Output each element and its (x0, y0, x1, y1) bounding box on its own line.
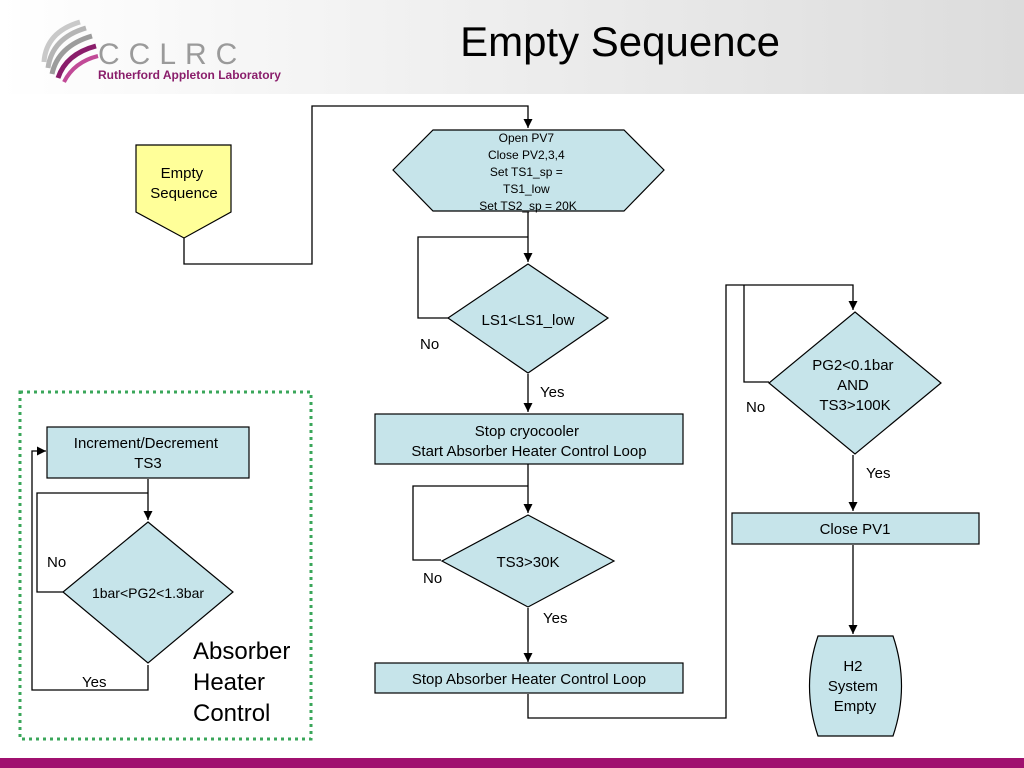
prep-node-label: Open PV7 Close PV2,3,4 Set TS1_sp = TS1_… (479, 131, 577, 213)
action-close-pv1-label: Close PV1 (820, 521, 891, 538)
connector-ls1-no-loop (417, 236, 528, 319)
action-stop-cryocooler-label: Stop cryocooler Start Absorber Heater Co… (411, 423, 646, 460)
ls1-no-label: No (420, 336, 439, 353)
connector-heater-yes-loop (31, 446, 149, 691)
start-node-label: Empty Sequence (150, 165, 218, 202)
connector-pg2-no-loop (743, 285, 769, 383)
logo-wordmark: CCLRC (98, 38, 247, 71)
action-stop-cryocooler (374, 413, 684, 465)
logo-subtitle: Rutherford Appleton Laboratory (98, 68, 281, 82)
action-stop-heater-label: Stop Absorber Heater Control Loop (412, 671, 646, 688)
heater-yes-label: Yes (82, 674, 106, 691)
terminal-node (808, 635, 903, 737)
heater-control-group (18, 390, 313, 741)
pg2-no-label: No (746, 399, 765, 416)
heater-group-caption: Absorber Heater Control (193, 638, 297, 727)
decision-ts3 (440, 514, 616, 608)
connector-heater-stop-to-pg2 (527, 284, 858, 719)
action-close-pv1 (731, 512, 980, 545)
heater-increment-box (46, 426, 250, 479)
prep-node (392, 129, 665, 212)
footer-bar (0, 758, 1024, 768)
decision-ls1-label: LS1<LS1_low (482, 312, 575, 329)
decision-pg2 (768, 311, 942, 455)
connector-start-to-prep (183, 105, 533, 265)
pg2-yes-label: Yes (866, 465, 890, 482)
terminal-node-label: H2 System Empty (828, 658, 882, 715)
ts3-yes-label: Yes (543, 610, 567, 627)
page-title: Empty Sequence (460, 18, 780, 65)
connectors (31, 105, 858, 719)
connector-ts3-no-loop (412, 485, 528, 561)
decision-ls1 (446, 263, 610, 374)
decision-ts3-label: TS3>30K (497, 554, 560, 571)
slide-header: CCLRC Rutherford Appleton Laboratory Emp… (0, 0, 1024, 94)
heater-decision (62, 521, 234, 664)
action-stop-heater (374, 662, 684, 694)
ls1-yes-label: Yes (540, 384, 564, 401)
cclrc-logo-icon (41, 19, 99, 83)
heater-decision-label: 1bar<PG2<1.3bar (92, 585, 204, 601)
heater-no-label: No (47, 554, 66, 571)
connector-heater-no-loop (36, 492, 148, 593)
decision-pg2-label: PG2<0.1bar AND TS3>100K (812, 357, 897, 414)
ts3-no-label: No (423, 570, 442, 587)
start-node (135, 144, 232, 239)
heater-increment-label: Increment/Decrement TS3 (74, 435, 222, 472)
